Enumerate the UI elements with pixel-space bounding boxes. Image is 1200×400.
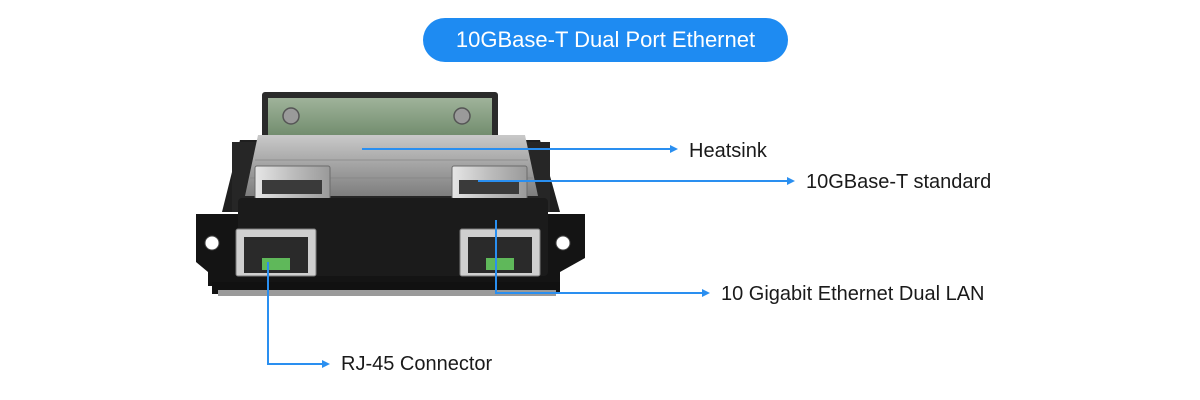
arrow-rj45-icon (322, 360, 330, 368)
title-badge: 10GBase-T Dual Port Ethernet (423, 18, 788, 62)
rj45-jack-left (235, 228, 317, 277)
bottom-rail (218, 290, 556, 296)
label-dual-lan: 10 Gigabit Ethernet Dual LAN (721, 283, 985, 305)
arrow-heatsink-icon (670, 145, 678, 153)
screw-left-icon (282, 107, 300, 125)
screw-right-icon (453, 107, 471, 125)
label-heatsink: Heatsink (689, 140, 767, 162)
leader-rj45 (267, 262, 326, 365)
upper-jack-right (451, 165, 528, 200)
upper-jack-left (254, 165, 331, 200)
label-rj45-connector: RJ-45 Connector (341, 353, 493, 375)
rj45-jack-right (459, 228, 541, 277)
mount-hole-left-icon (204, 235, 220, 251)
arrow-standard-icon (787, 177, 795, 185)
label-10gbase-t-standard: 10GBase-T standard (806, 171, 992, 193)
arrow-lan-icon (702, 289, 710, 297)
rear-bracket (262, 92, 498, 140)
leader-lan (495, 220, 706, 294)
mount-hole-right-icon (555, 235, 571, 251)
